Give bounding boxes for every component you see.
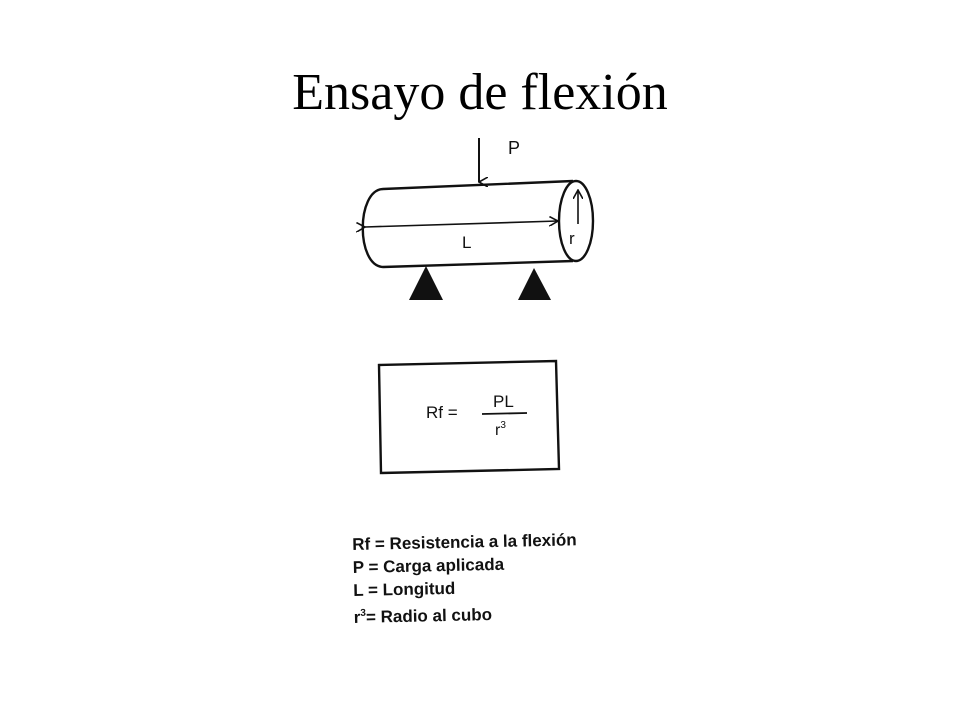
legend-text: = Longitud	[363, 578, 456, 600]
legend-text: = Resistencia a la flexión	[369, 530, 577, 554]
legend-text: = Carga aplicada	[363, 554, 505, 577]
legend-symbol: L	[353, 580, 364, 600]
legend: Rf = Resistencia a la flexión P = Carga …	[352, 528, 578, 629]
legend-symbol: P	[352, 557, 364, 577]
length-dimension	[365, 221, 558, 227]
formula-numerator: PL	[493, 392, 514, 411]
formula-denominator: r3	[495, 420, 506, 439]
load-label: P	[508, 138, 520, 158]
formula-lhs: Rf =	[426, 403, 458, 422]
formula-box: Rf = PL r3	[377, 359, 561, 475]
legend-item-rf: Rf = Resistencia a la flexión	[352, 528, 577, 556]
left-support	[409, 266, 443, 300]
length-label: L	[462, 233, 471, 252]
right-support	[518, 268, 551, 300]
formula-denominator-exp: 3	[500, 420, 506, 431]
slide-title: Ensayo de flexión	[292, 64, 668, 121]
legend-item-r: r3= Radio al cubo	[353, 597, 578, 629]
legend-symbol: Rf	[352, 534, 371, 554]
fraction-bar	[481, 412, 528, 415]
radius-label: r	[569, 229, 575, 248]
legend-text: = Radio al cubo	[365, 605, 493, 627]
